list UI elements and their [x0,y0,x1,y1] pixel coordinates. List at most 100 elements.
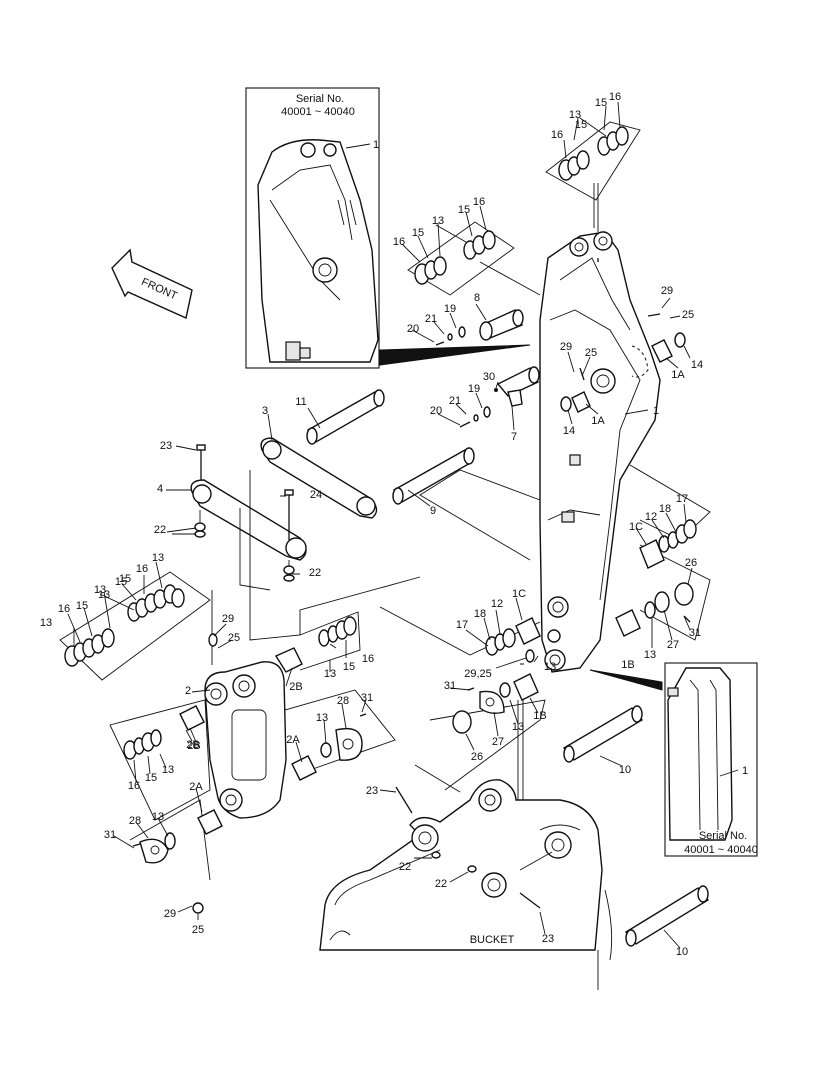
callout: 7 [511,431,517,443]
callout: 15 [412,227,424,239]
callout: 29 [164,908,176,920]
callout: 18 [659,503,671,515]
callout: 25 [192,924,204,936]
callout: 16 [136,563,148,575]
washer-group-top-right [545,121,641,201]
callout: 25 [682,309,694,321]
callout: 21 [449,395,461,407]
callout: 31 [689,627,701,639]
callout: 16 [551,129,563,141]
inset-top-callout: 1 [373,139,379,151]
callout: 16 [128,780,140,792]
callout: 17 [456,619,468,631]
callout: 15 [575,119,587,131]
callout: 16 [609,91,621,103]
bucket [319,779,613,990]
pin-11 [306,389,385,445]
callout: 13 [432,215,444,227]
callout: 8 [474,292,480,304]
callout: 29 [222,613,234,625]
callout: 21 [425,313,437,325]
callout: 13 [569,109,581,121]
callout: 18 [474,608,486,620]
arm-assembly [539,231,661,673]
callout: 15 [76,600,88,612]
callout: 19 [468,383,480,395]
washer-group-link2 [123,616,367,914]
callout: 26 [685,557,697,569]
callout: 26 [471,751,483,763]
callout: 22 [399,861,411,873]
callout: 2A [286,734,300,746]
callout: 22 [154,524,166,536]
callout: 22 [435,878,447,890]
callout: 23 [366,785,378,797]
callout: 16 [362,653,374,665]
callout: 11 [295,396,306,408]
callout: 25 [585,347,597,359]
washer-group-left [64,584,185,667]
callout: 15 [458,204,470,216]
callout: 13 [40,617,52,629]
inset-top-pointer [379,344,531,366]
callout: 17 [676,493,688,505]
callout: 25 [228,632,240,644]
callout: 14 [563,425,575,437]
callout: 1B [621,659,634,671]
callout: 14 [691,359,703,371]
callout: 31 [104,829,116,841]
callout: 20 [430,405,442,417]
callout: 13 [98,589,110,601]
callout: 29,25 [464,668,492,680]
front-arrow: FRONT [111,248,193,319]
callout: 2B [289,681,302,693]
callout: 3 [262,405,268,417]
callout: 2B [186,739,199,751]
callout: 1 [653,405,659,417]
callout: 29 [560,341,572,353]
callout: 2 [185,685,191,697]
callout: 31 [444,680,456,692]
inset-bottom-callout: 1 [742,765,748,777]
bucket-label: BUCKET [470,934,515,946]
callout: 10 [676,946,688,958]
callout: 31 [361,692,373,704]
callout: 1C [512,588,526,600]
callout: 1C [629,521,643,533]
callout: 13 [644,649,656,661]
link-3 [260,437,378,519]
pin-10-lower [624,885,710,947]
callout: 15 [145,772,157,784]
callout: 9 [430,505,436,517]
callout: 28 [337,695,349,707]
callout: 27 [667,639,679,651]
callout: 15 [119,573,131,585]
bushings-right [452,519,697,734]
callout: 13 [152,552,164,564]
callout-labels: 16 15 13 15 16 16 15 13 15 16 8 19 21 20… [40,91,703,958]
callout: 2A [189,781,203,793]
pin-7 [459,366,540,428]
callout: 15 [115,576,127,588]
callout: 27 [492,736,504,748]
callout: 22 [309,567,321,579]
callout: 15 [595,97,607,109]
callout: 13 [512,721,524,733]
callout: 1A [671,369,685,381]
callout: 1B [533,710,546,722]
link-4 [190,444,307,582]
callout: 13 [152,811,164,823]
callout: 10 [619,764,631,776]
callout: 24 [310,489,322,501]
inset-top-serial-range: 40001 ~ 40040 [281,106,355,118]
callout: 16 [473,196,485,208]
callout: 12 [645,511,657,523]
callout: 19 [444,303,456,315]
callout: 15 [343,661,355,673]
callout: 23 [160,440,172,452]
inset-top-serial-label: Serial No. [296,93,344,105]
pin-8 [435,309,524,346]
callout: 4 [157,483,163,495]
inset-bottom-serial-label: Serial No. [699,830,747,842]
